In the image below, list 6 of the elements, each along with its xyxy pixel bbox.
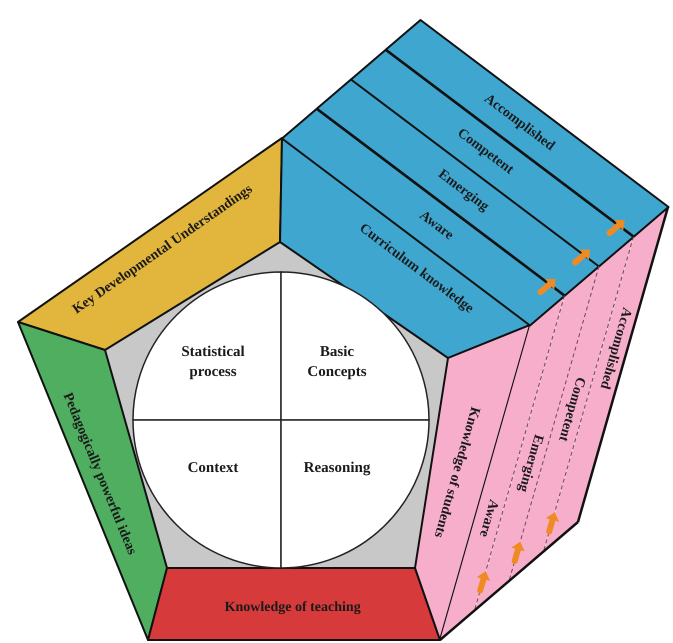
quadrant-label: Statistical process: [180, 343, 246, 382]
level-label: Aware: [474, 498, 501, 539]
quadrant-label: Context: [186, 459, 240, 478]
quadrant-label: Reasoning: [302, 459, 372, 478]
quadrant-label: Basic Concepts: [306, 343, 368, 382]
band-label: Knowledge of teaching: [224, 600, 361, 616]
